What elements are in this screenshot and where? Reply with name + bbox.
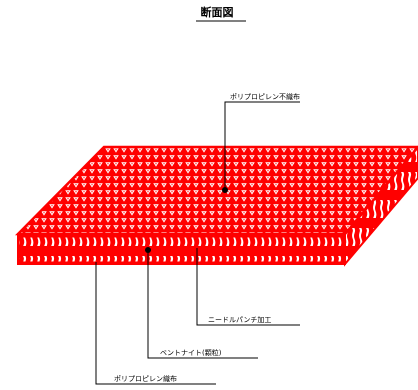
labels: ポリプロピレン不織布 ニードルパンチ加工 ベントナイト(顆粒) ポリプロピレン織… <box>114 92 300 383</box>
leader-needle-punch <box>196 248 300 326</box>
slab <box>15 145 418 267</box>
label-bentonite: ベントナイト(顆粒) <box>160 348 222 357</box>
top-face <box>15 145 418 236</box>
leader-top-fabric <box>224 101 300 190</box>
dot-top-fabric <box>222 187 228 193</box>
label-top-fabric: ポリプロピレン不織布 <box>230 92 300 101</box>
front-face <box>17 233 346 265</box>
leader-dots <box>145 187 228 253</box>
leader-bentonite <box>147 250 258 359</box>
dot-bentonite <box>145 247 151 253</box>
title-group: 断面図 <box>196 5 246 22</box>
label-bottom-fabric: ポリプロピレン織布 <box>114 374 177 383</box>
leader-bottom-fabric <box>95 262 216 385</box>
label-needle-punch: ニードルパンチ加工 <box>208 315 271 324</box>
page-title: 断面図 <box>201 5 234 19</box>
leaders <box>95 101 300 385</box>
